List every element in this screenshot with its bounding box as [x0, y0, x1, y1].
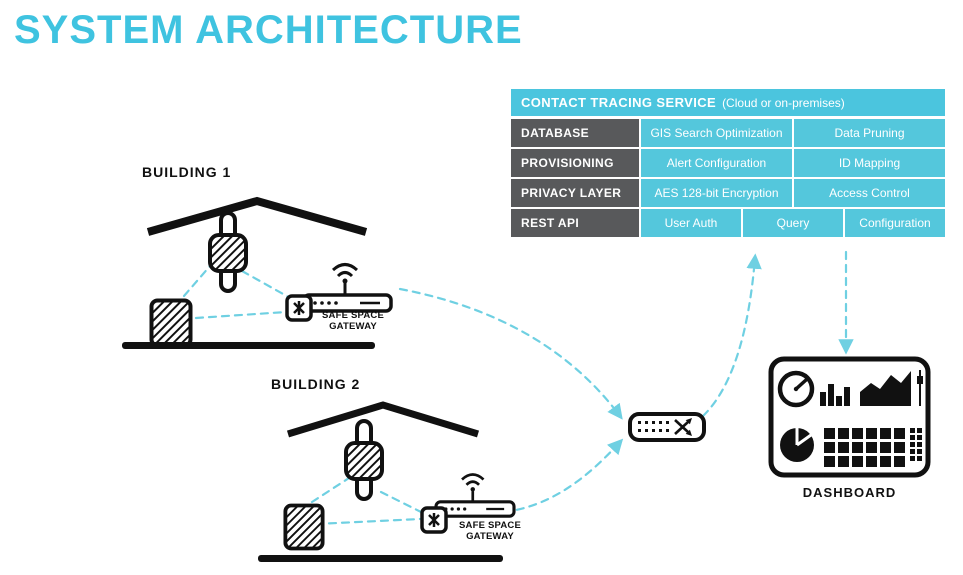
dashboard-label: DASHBOARD — [802, 485, 897, 500]
link-gateway2-switch — [502, 438, 624, 514]
table-row: PRIVACY LAYER AES 128-bit Encryption Acc… — [511, 179, 945, 207]
building-1-gateway-label: SAFE SPACE GATEWAY — [310, 310, 396, 333]
building-2-gateway-label: SAFE SPACE GATEWAY — [447, 520, 533, 543]
table-row: DATABASE GIS Search Optimization Data Pr… — [511, 119, 945, 147]
link-wearable1-gateway1 — [240, 269, 294, 301]
building-2-floor — [258, 555, 503, 562]
service-rows: DATABASE GIS Search Optimization Data Pr… — [511, 119, 945, 237]
service-cell: ID Mapping — [794, 149, 945, 177]
gateway-label-line2: GATEWAY — [466, 530, 514, 542]
table-row: REST API User Auth Query Configuration — [511, 209, 945, 237]
link-gateway1-switch — [398, 287, 623, 420]
service-row-label: REST API — [511, 209, 639, 237]
table-row: PROVISIONING Alert Configuration ID Mapp… — [511, 149, 945, 177]
service-cell: Data Pruning — [794, 119, 945, 147]
service-cell: Configuration — [845, 209, 945, 237]
link-tablet1-gateway1 — [194, 310, 288, 320]
network-switch-icon — [628, 412, 706, 442]
link-switch-service — [701, 253, 762, 418]
building-1-roof-icon — [146, 196, 368, 236]
service-title: CONTACT TRACING SERVICE — [521, 95, 717, 110]
safe-space-logo-icon — [420, 506, 448, 534]
service-row-label: DATABASE — [511, 119, 639, 147]
service-cell: Alert Configuration — [641, 149, 792, 177]
service-cell: User Auth — [641, 209, 741, 237]
link-wearable2-gateway2 — [379, 490, 423, 514]
contact-tracing-service-panel: CONTACT TRACING SERVICE (Cloud or on-pre… — [511, 89, 945, 237]
service-cell: Query — [743, 209, 843, 237]
safe-space-logo-icon — [285, 294, 313, 322]
service-cell: Access Control — [794, 179, 945, 207]
building-1-floor — [122, 342, 375, 349]
gateway-label-line1: SAFE SPACE — [321, 310, 384, 321]
service-subtitle: (Cloud or on-premises) — [722, 95, 845, 110]
building-2-label: BUILDING 2 — [271, 376, 361, 392]
page-title: SYSTEM ARCHITECTURE — [14, 8, 523, 52]
service-cell: AES 128-bit Encryption — [641, 179, 792, 207]
link-tablet2-wearable2 — [310, 476, 351, 504]
link-tablet2-gateway2 — [314, 517, 422, 526]
service-row-label: PRIVACY LAYER — [511, 179, 639, 207]
service-row-label: PROVISIONING — [511, 149, 639, 177]
link-tablet1-wearable1 — [182, 264, 212, 298]
gateway-label-line1: SAFE SPACE — [458, 520, 521, 531]
tablet-icon — [283, 503, 325, 551]
building-2-roof-icon — [286, 401, 480, 438]
wifi-router-icon — [302, 263, 393, 313]
gateway-label-line2: GATEWAY — [329, 320, 377, 332]
wristband-beacon-icon — [208, 211, 248, 293]
service-cell: GIS Search Optimization — [641, 119, 792, 147]
service-header: CONTACT TRACING SERVICE (Cloud or on-pre… — [511, 89, 945, 116]
building-1-label: BUILDING 1 — [142, 164, 232, 180]
wifi-router-icon — [434, 473, 516, 518]
analytics-dashboard-icon — [768, 356, 931, 478]
wristband-beacon-icon — [344, 419, 384, 501]
tablet-icon — [149, 298, 193, 348]
